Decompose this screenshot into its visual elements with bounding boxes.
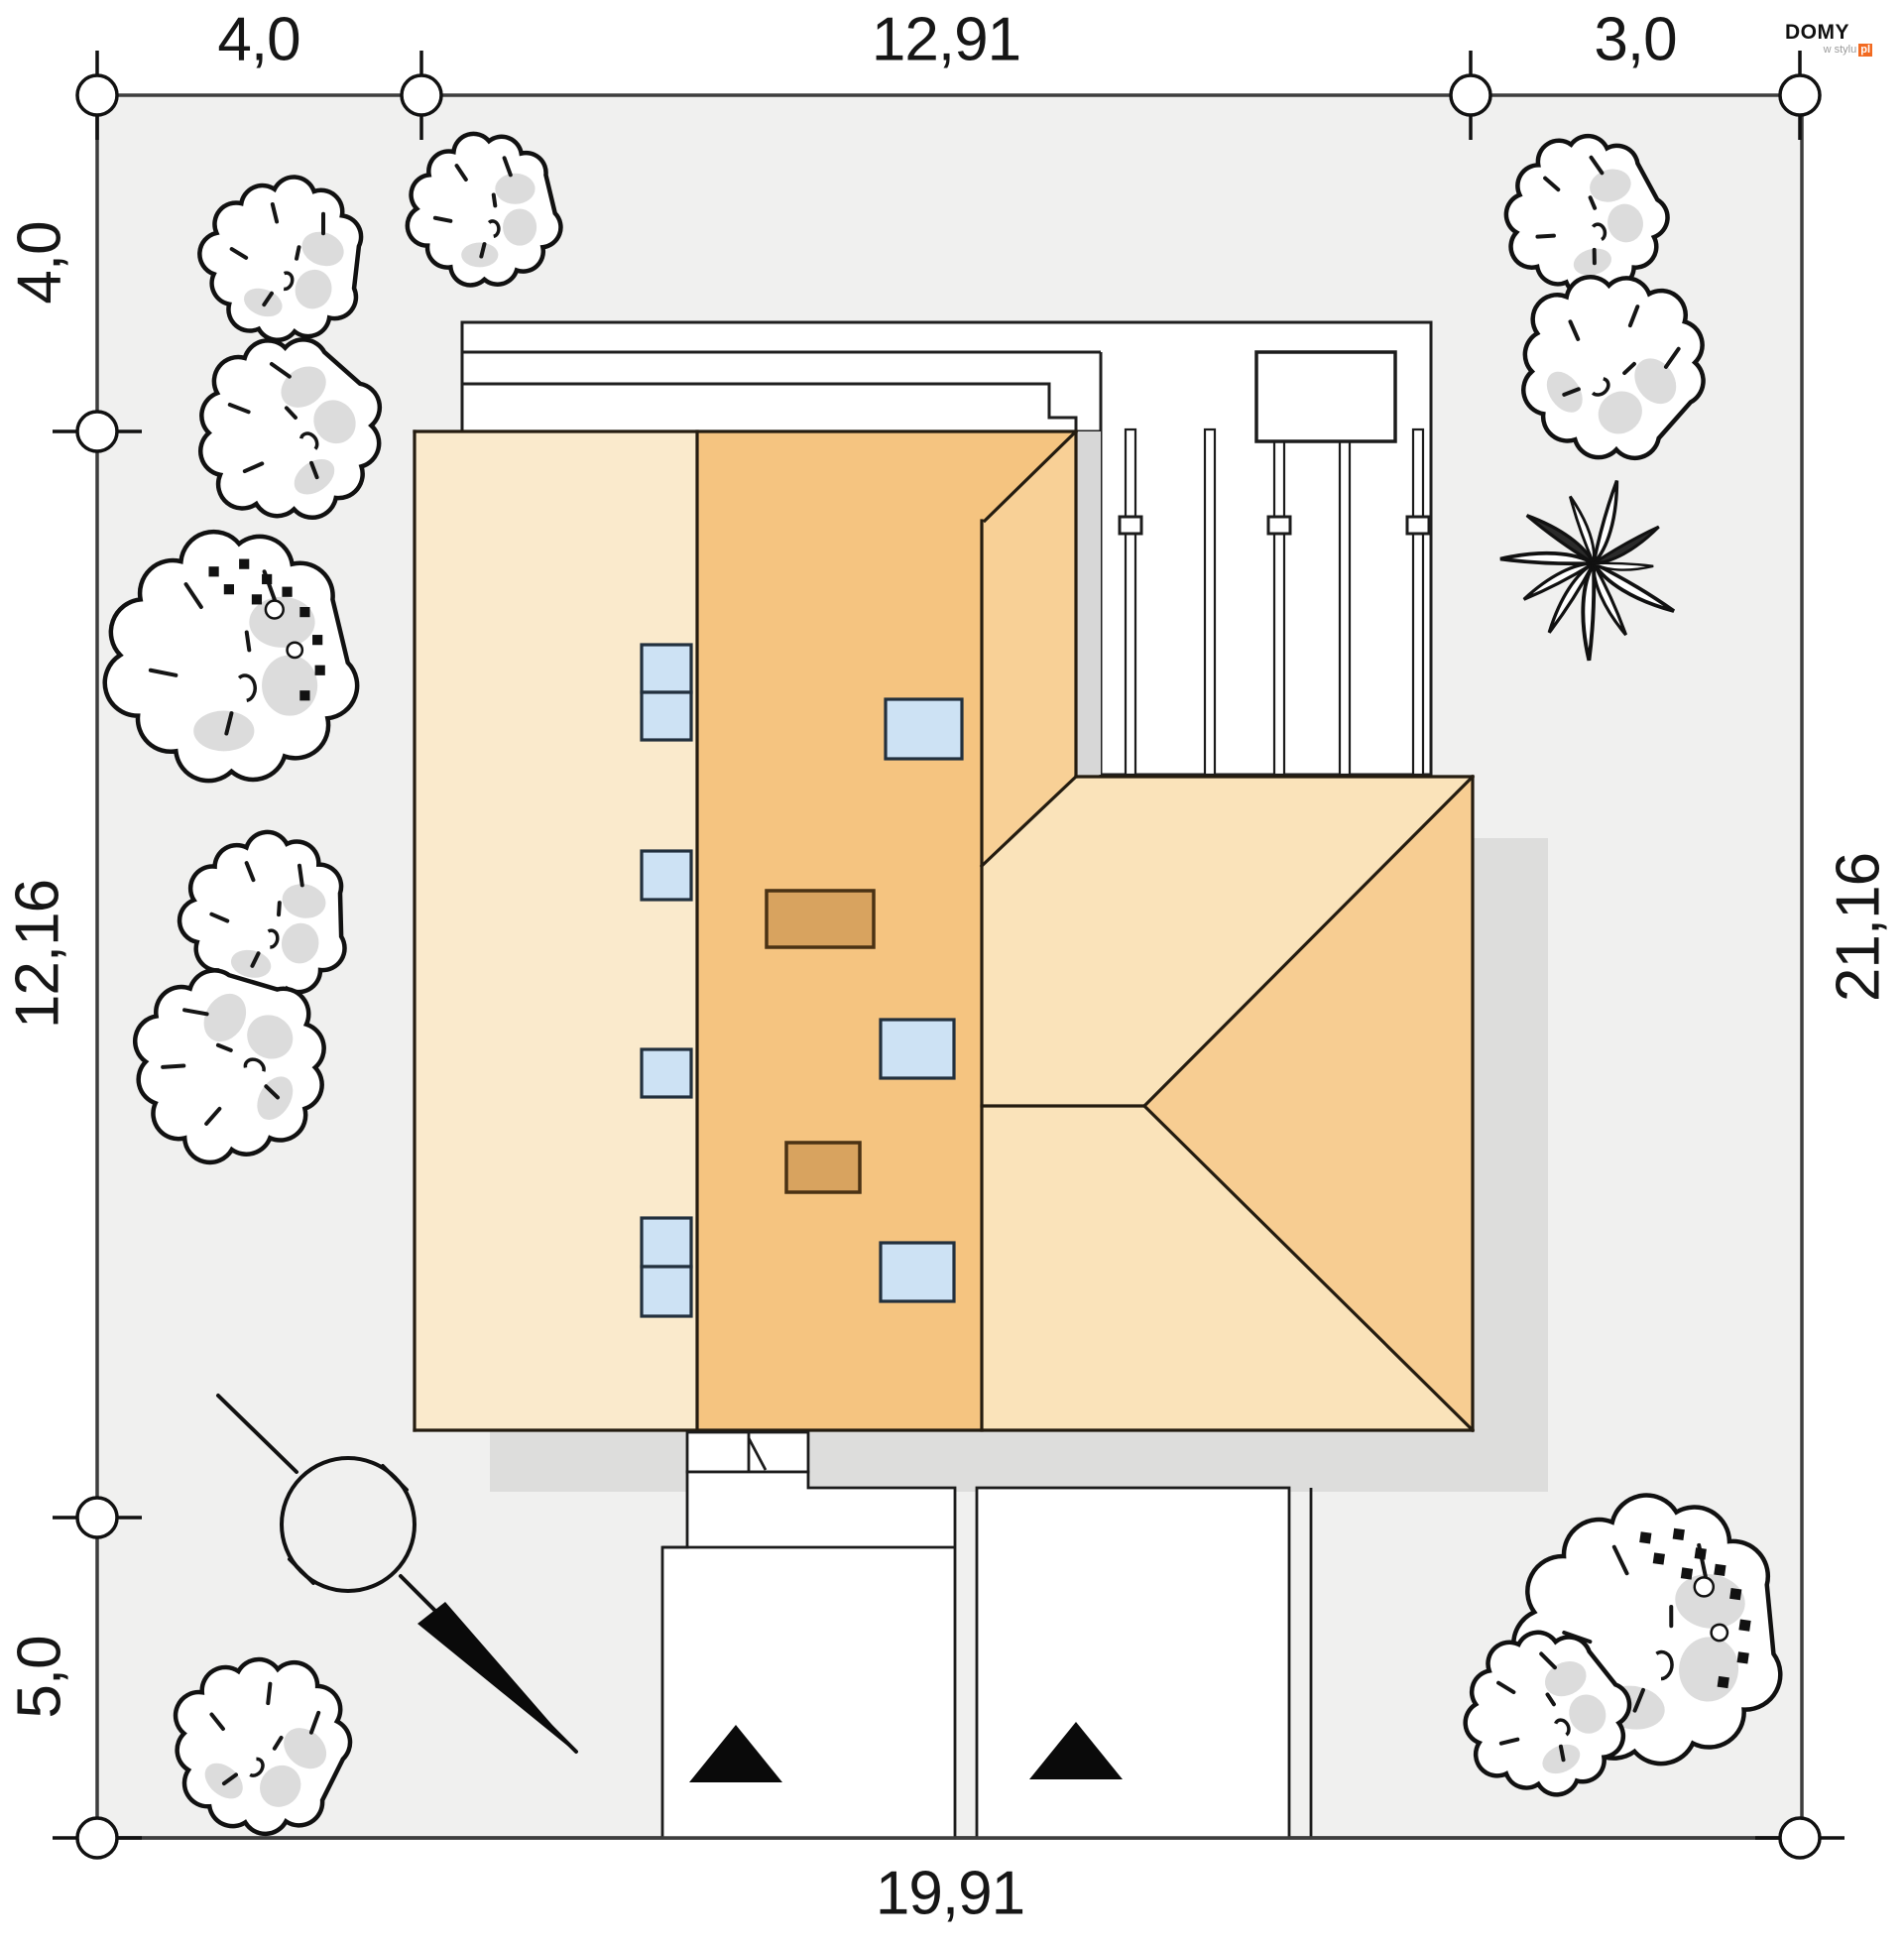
dim-left-upper: 4,0 [5, 221, 74, 305]
pergola-poles [1118, 427, 1431, 777]
entrance-arrows [689, 1722, 1123, 1782]
entrance-arrow-icon [1029, 1722, 1123, 1779]
dim-top-left: 4,0 [217, 5, 300, 74]
terrace-shadow-strip [1076, 431, 1101, 775]
brand-logo: DOMY w stylu pl [1785, 22, 1894, 57]
driveway [975, 1486, 1313, 1840]
dim-top-right: 3,0 [1594, 5, 1677, 74]
skylight-windows [640, 643, 964, 1318]
marker-top [75, 51, 1822, 140]
brand-domain-suffix: pl [1858, 44, 1872, 57]
dim-right: 21,16 [1824, 852, 1893, 1003]
dim-bottom: 19,91 [875, 1859, 1025, 1928]
dimension-markers [53, 51, 1844, 1860]
brand-name: DOMY [1785, 21, 1849, 44]
dim-left-middle: 12,16 [3, 879, 72, 1030]
entrance-arrow-icon [689, 1725, 782, 1782]
north-arrow-icon [216, 1394, 578, 1754]
walkway [660, 1470, 957, 1840]
house-roof-lines [413, 428, 1476, 1433]
marker-left [53, 410, 142, 1860]
dim-top-middle: 12,91 [871, 5, 1021, 74]
entry-steps [685, 1430, 810, 1474]
pergola-panel [1254, 350, 1397, 443]
dim-left-lower: 5,0 [5, 1636, 74, 1719]
marker-right [1755, 1816, 1844, 1860]
brand-tagline: w stylu [1823, 44, 1857, 56]
chimneys [765, 889, 876, 1194]
